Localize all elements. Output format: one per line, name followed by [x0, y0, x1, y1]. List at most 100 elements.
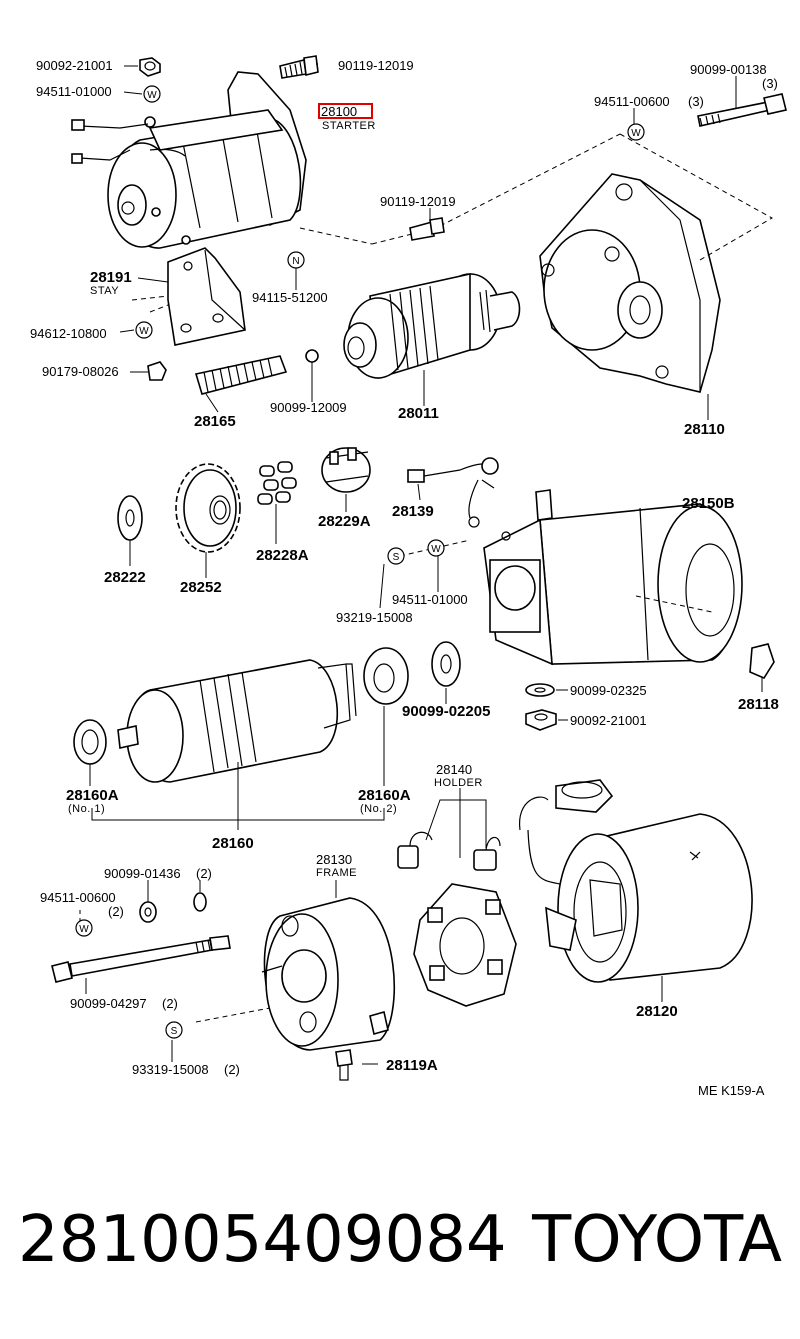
svg-text:W: W	[431, 544, 441, 555]
rollers-28228A	[257, 461, 297, 505]
label-qty2-c: (2)	[162, 996, 178, 1011]
retainer-28229A	[321, 447, 371, 493]
brush-holder-28140	[397, 831, 517, 1007]
label-28130: 28130	[316, 852, 352, 867]
svg-text:N: N	[292, 256, 299, 267]
label-90099-01436: 90099-01436	[104, 866, 181, 881]
label-94511-00600-top: 94511-00600	[594, 94, 670, 109]
washer-90099-01436-a	[139, 901, 157, 923]
frame-28130	[261, 897, 396, 1051]
label-90099-02325: 90099-02325	[570, 683, 647, 698]
washer-symbol-top: W	[143, 85, 161, 103]
nut-90092-21001-top	[139, 57, 161, 77]
label-qty3-b: (3)	[688, 94, 704, 109]
label-28150B: 28150B	[682, 495, 735, 512]
label-94511-01000-top: 94511-01000	[36, 84, 112, 99]
label-94115-51200: 94115-51200	[252, 290, 328, 305]
label-90092-21001-mid: 90092-21001	[570, 713, 647, 728]
svg-text:S: S	[171, 1026, 178, 1037]
washer-90099-01436-b	[193, 892, 207, 912]
nut-90179-08026	[147, 361, 167, 381]
bolt-90119-12019-top	[279, 55, 319, 79]
label-no2: (No. 2)	[360, 803, 397, 815]
part-number: 281005409084	[18, 1203, 507, 1277]
label-28118: 28118	[738, 696, 779, 713]
reference-code: ME K159-A	[698, 1083, 765, 1098]
bearing-28160A-no1	[73, 719, 107, 765]
bolt-90119-12019-mid	[409, 217, 445, 241]
label-28140: 28140	[436, 762, 472, 777]
starter-assembly-drawing	[71, 71, 307, 249]
through-bolt-90099-00138	[697, 93, 787, 127]
label-qty2-a: (2)	[196, 866, 212, 881]
label-qty2-d: (2)	[224, 1062, 240, 1077]
label-90119-12019-mid: 90119-12019	[380, 194, 456, 209]
label-28222: 28222	[104, 569, 146, 586]
highlight-box-28100	[318, 103, 373, 119]
drive-housing-28110	[539, 173, 721, 393]
solenoid-28150B	[483, 489, 743, 666]
svg-text:W: W	[631, 128, 641, 139]
label-93319-15008: 93319-15008	[132, 1062, 209, 1077]
label-28252: 28252	[180, 579, 222, 596]
label-28160A-no2: 28160A	[358, 787, 411, 804]
nut-symbol: N	[287, 251, 305, 269]
label-28165: 28165	[194, 413, 236, 430]
label-90092-21001-top: 90092-21001	[36, 58, 113, 73]
label-28228A: 28228A	[256, 547, 309, 564]
washer-symbol-right: W	[627, 123, 645, 141]
lead-wire-28139	[407, 457, 499, 528]
label-90099-02205: 90099-02205	[402, 703, 490, 720]
ball-90099-12009	[305, 349, 319, 363]
label-28160: 28160	[212, 835, 254, 852]
screw-28119A	[335, 1049, 353, 1081]
washer-symbol-stay: W	[135, 321, 153, 339]
footer-bar: 281005409084 TOYOTA	[0, 1190, 800, 1300]
washer-28222	[117, 495, 143, 541]
label-starter: STARTER	[322, 120, 376, 132]
washer-90099-02205	[431, 641, 461, 687]
label-90119-12019-top: 90119-12019	[338, 58, 414, 73]
label-28110: 28110	[684, 421, 725, 438]
label-frame: FRAME	[316, 867, 357, 879]
label-28120: 28120	[636, 1003, 678, 1020]
bearing-28160A-no2	[363, 647, 409, 705]
label-28191: 28191	[90, 269, 132, 286]
stay-bracket-28191	[131, 247, 246, 346]
label-28119A: 28119A	[386, 1057, 438, 1074]
label-qty3-a: (3)	[762, 76, 778, 91]
label-90099-12009: 90099-12009	[270, 400, 347, 415]
label-94511-01000-mid: 94511-01000	[392, 592, 468, 607]
svg-text:S: S	[393, 552, 400, 563]
cap-28118	[749, 643, 775, 680]
gear-28252	[175, 463, 241, 553]
clutch-28011	[343, 273, 521, 380]
washer-90099-02325	[525, 683, 555, 697]
screw-symbol-bottom: S	[165, 1021, 183, 1039]
label-28011: 28011	[398, 405, 439, 422]
label-28100: 28100	[321, 104, 357, 119]
armature-28160	[117, 659, 357, 783]
washer-symbol-mid: W	[427, 539, 445, 557]
label-28160A-no1: 28160A	[66, 787, 119, 804]
label-no1: (No. 1)	[68, 803, 105, 815]
svg-text:W: W	[147, 90, 157, 101]
label-94612-10800: 94612-10800	[30, 326, 107, 341]
label-stay: STAY	[90, 285, 119, 297]
label-28229A: 28229A	[318, 513, 371, 530]
washer-symbol-bottom: W	[75, 919, 93, 937]
svg-text:W: W	[79, 924, 89, 935]
label-holder: HOLDER	[434, 777, 483, 789]
label-28139: 28139	[392, 503, 434, 520]
screw-symbol-mid: S	[387, 547, 405, 565]
exploded-parts-diagram: W W N W S W W S 90092-21001 94511-01000 …	[30, 55, 787, 1098]
label-90099-00138: 90099-00138	[690, 62, 767, 77]
label-qty2-b: (2)	[108, 904, 124, 919]
brand-name: TOYOTA	[532, 1203, 782, 1277]
label-93219-15008: 93219-15008	[336, 610, 413, 625]
nut-90092-21001-mid	[525, 709, 557, 731]
through-bolt-90099-04297	[51, 935, 231, 983]
label-90179-08026: 90179-08026	[42, 364, 119, 379]
svg-text:W: W	[139, 326, 149, 337]
yoke-28120	[519, 779, 753, 983]
